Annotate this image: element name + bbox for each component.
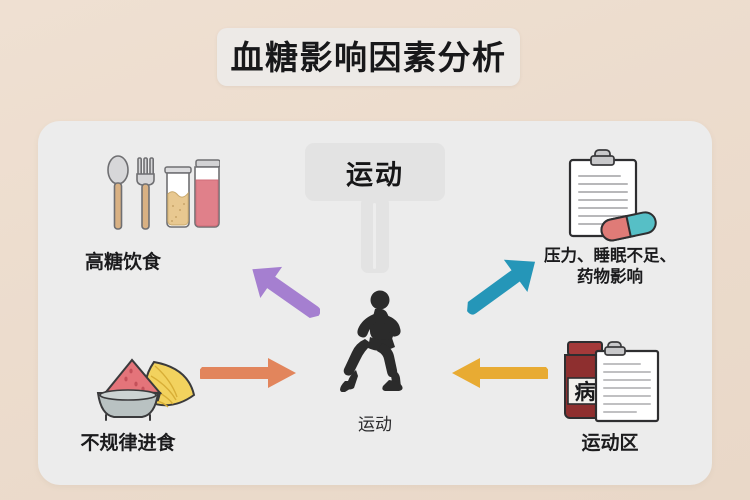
signpost-board: 运动 <box>305 143 445 201</box>
page-title-pill: 血糖影响因素分析 <box>217 28 520 86</box>
signpost-icon: 运动 <box>305 143 445 273</box>
arrow-to-stress-sleep-medication <box>462 234 560 322</box>
medicine-bottle-label: 病 <box>575 380 596 404</box>
node-label-exercise-zone: 运动区 <box>581 433 639 454</box>
clipboard-and-pill-icon <box>560 148 662 243</box>
node-label-high-sugar-diet: 高糖饮食 <box>84 252 161 273</box>
arrow-to-center-from-irregular-eating <box>197 355 300 391</box>
node-label-line2: 药物影响 <box>577 268 643 287</box>
page-title: 血糖影响因素分析 <box>230 38 507 76</box>
arrow-to-center-from-exercise-zone <box>448 355 551 391</box>
node-label-stress-sleep-medication: 压力、睡眠不足、 药物影响 <box>510 246 710 288</box>
runner-caption: 运动 <box>358 415 392 434</box>
node-label-irregular-eating: 不规律进食 <box>80 433 176 454</box>
medicine-bottle-and-clipboard-icon: 病 <box>556 338 668 424</box>
signpost-stem <box>361 199 389 273</box>
node-label-line1: 压力、睡眠不足、 <box>544 247 676 265</box>
running-person-icon <box>334 288 418 393</box>
utensils-and-jars-icon <box>105 148 221 240</box>
arrow-to-high-sugar-diet <box>224 243 321 323</box>
signpost-label: 运动 <box>346 159 404 190</box>
watermelon-bowl-and-lemon-icon <box>88 348 208 426</box>
